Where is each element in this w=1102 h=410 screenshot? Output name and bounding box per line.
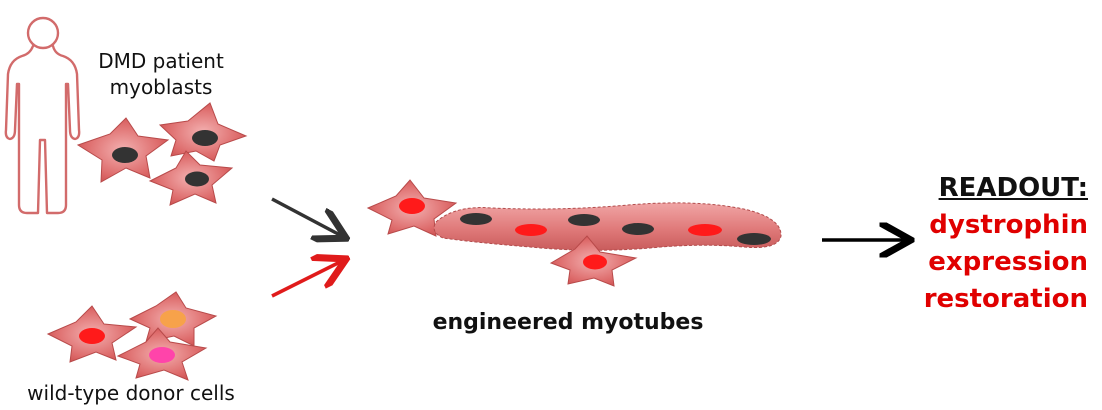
human-outline-icon [6, 18, 79, 213]
dmd-patient-label-line2: myoblasts [86, 74, 236, 100]
dmd-patient-label: DMD patient myoblasts [86, 48, 236, 100]
myotube-nucleus [688, 224, 722, 236]
dmd-myoblast-cell [160, 103, 246, 161]
myotube-icon [434, 203, 781, 250]
myotube-nucleus [737, 233, 771, 245]
myotube-nucleus [515, 224, 547, 236]
dmd-patient-label-line1: DMD patient [86, 48, 236, 74]
dmd-myoblast-cell [78, 118, 168, 182]
readout-line-dystrophin: dystrophin [918, 207, 1088, 244]
readout-line-expression: expression [918, 244, 1088, 281]
readout-title: READOUT: [918, 170, 1088, 207]
readout-line-restoration: restoration [918, 281, 1088, 318]
dmd-myoblast-cell [150, 151, 232, 205]
myotube-nucleus [622, 223, 654, 235]
wild-type-donor-label: wild-type donor cells [6, 380, 256, 406]
wt-donor-cell [130, 292, 216, 346]
myotube-nucleus [568, 214, 600, 226]
myotube-nucleus [460, 213, 492, 225]
engineered-myotubes-label: engineered myotubes [418, 310, 718, 335]
readout-panel: READOUT: dystrophin expression restorati… [918, 170, 1088, 318]
donor-arrow [272, 262, 340, 296]
dmd-arrow [272, 199, 340, 235]
